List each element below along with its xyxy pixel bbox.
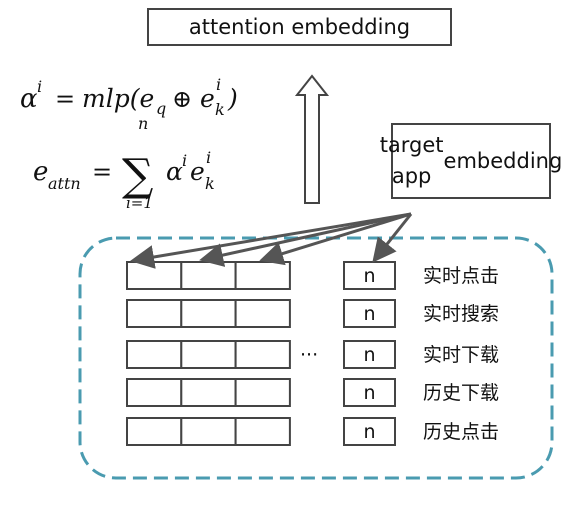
embedding-cell <box>234 299 291 328</box>
target-box-line1: target app <box>379 133 444 188</box>
attn-subscript: attn <box>48 174 81 193</box>
count-cell <box>343 340 396 369</box>
alpha-close-paren: ) <box>227 84 238 113</box>
attn-alpha-sup: i <box>182 151 187 170</box>
alpha-i-superscript: i <box>216 75 221 94</box>
embedding-cell <box>234 340 291 369</box>
sum-symbol: ∑ <box>122 150 153 201</box>
embedding-cell <box>180 340 237 369</box>
oplus-symbol: ⊕ <box>172 85 192 113</box>
alpha-symbol: α <box>20 84 38 114</box>
embedding-row: n 实时点击 <box>126 261 499 290</box>
count-cell <box>343 261 396 290</box>
target-box-line2: embedding <box>443 148 563 173</box>
sum-lower: i=1 <box>126 194 153 212</box>
attn-alpha: α <box>166 157 183 186</box>
count-label: n <box>363 344 375 366</box>
arrow-to-cell-2 <box>199 212 412 267</box>
count-label: n <box>363 303 375 325</box>
row-label: 历史下载 <box>423 382 499 404</box>
attention-embedding-label: attention embedding <box>188 15 411 39</box>
embedding-cell <box>234 417 291 446</box>
formula-alpha: α i = mlp(e q ⊕ e i k ) <box>20 75 238 119</box>
attn-i-sup: i <box>206 148 211 167</box>
count-cell <box>343 378 396 407</box>
embedding-cell <box>234 261 291 290</box>
attn-ek: e <box>190 157 205 186</box>
sum-upper: n <box>138 114 148 133</box>
row-label: 实时下载 <box>423 344 499 366</box>
embedding-cell <box>126 261 183 290</box>
alpha-e: e <box>200 84 215 113</box>
embedding-row: n 历史点击 <box>126 417 499 446</box>
alpha-mlp: mlp(e <box>82 84 154 113</box>
embedding-cell <box>234 378 291 407</box>
row-label: 实时搜索 <box>423 303 499 325</box>
attention-embedding-box: attention embedding <box>147 8 452 46</box>
embedding-cell <box>180 417 237 446</box>
attn-equals: = <box>92 158 112 186</box>
alpha-k-subscript: k <box>215 100 225 119</box>
count-cell <box>343 417 396 446</box>
attn-e: e <box>33 157 48 187</box>
target-arrows <box>130 212 413 269</box>
embedding-cell <box>126 340 183 369</box>
embedding-cell <box>180 299 237 328</box>
embedding-cell <box>180 261 237 290</box>
count-label: n <box>363 382 375 404</box>
embedding-cell <box>180 378 237 407</box>
target-app-embedding-box: target app embedding <box>380 123 562 199</box>
alpha-superscript: i <box>37 77 42 96</box>
count-label: n <box>363 265 375 287</box>
attn-k-sub: k <box>205 174 215 193</box>
arrow-to-cell-1 <box>130 212 412 269</box>
arrow-to-n-cell <box>372 213 413 263</box>
alpha-equals: = <box>55 85 75 113</box>
count-label: n <box>363 421 375 443</box>
arrow-to-cell-3 <box>259 212 412 266</box>
formula-attn: e attn = n ∑ i=1 α i e i k <box>33 114 215 212</box>
embedding-rows: n 实时点击 n 实时搜索 n 实时下载 n 历史下载 n 历史点击 <box>126 261 499 446</box>
count-cell <box>343 299 396 328</box>
embedding-row: n 历史下载 <box>126 378 499 407</box>
ellipsis: ··· <box>300 344 318 366</box>
row-label: 历史点击 <box>423 421 499 443</box>
embedding-cell <box>126 417 183 446</box>
embedding-row: n 实时下载 <box>126 340 499 369</box>
embedding-cell <box>126 299 183 328</box>
embedding-row: n 实时搜索 <box>126 299 499 328</box>
row-label: 实时点击 <box>423 265 499 287</box>
embedding-cell <box>126 378 183 407</box>
up-arrow <box>294 74 330 204</box>
dashed-container <box>78 236 554 480</box>
alpha-q-subscript: q <box>156 99 166 118</box>
